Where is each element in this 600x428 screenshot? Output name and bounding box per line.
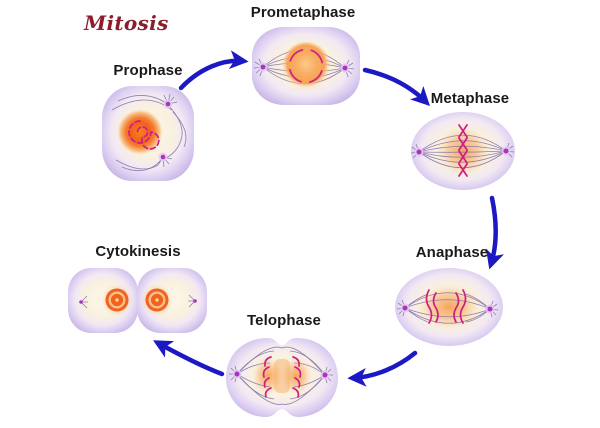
nucleus: [282, 42, 330, 90]
cell-prophase: [102, 86, 194, 181]
label-prophase: Prophase: [113, 62, 183, 79]
spindle-fibers: [418, 134, 507, 169]
nucleus-glow: [252, 357, 312, 395]
arrow-prophase-to-prometaphase: [178, 50, 249, 91]
centrosomes: [410, 142, 515, 159]
daughter-cell-left: [68, 268, 138, 333]
label-prometaphase: Prometaphase: [250, 4, 356, 21]
centrosomes: [157, 93, 178, 168]
arrow-telophase-to-cytokinesis: [153, 340, 225, 377]
diagram-title: Mitosis: [84, 11, 169, 35]
centrosome: [79, 295, 88, 309]
centrosomes: [253, 58, 355, 78]
label-telophase: Telophase: [247, 312, 321, 329]
spindle-fibers: [111, 95, 187, 172]
arrow-anaphase-to-telophase: [347, 350, 418, 387]
cell-telophase: [226, 338, 338, 417]
cell-anaphase: [395, 268, 503, 346]
label-anaphase: Anaphase: [415, 244, 489, 261]
nucleus-glow: [436, 126, 490, 176]
chromatin-spiral: [128, 120, 160, 150]
nucleus: [117, 109, 163, 155]
nucleus: [101, 284, 133, 316]
arrow-metaphase-to-anaphase: [485, 195, 504, 270]
nucleus: [141, 284, 173, 316]
cells-cytokinesis: [68, 268, 207, 333]
centrosome: [188, 294, 197, 308]
chromosomes: [458, 124, 468, 177]
cell-prometaphase: [252, 27, 360, 105]
cell-metaphase: [410, 112, 515, 190]
centrosomes: [396, 299, 499, 318]
chromosomes: [425, 289, 467, 324]
arrow-prometaphase-to-metaphase: [362, 67, 431, 107]
label-metaphase: Metaphase: [430, 90, 510, 107]
label-cytokinesis: Cytokinesis: [95, 243, 181, 260]
centrosomes: [229, 365, 333, 384]
daughter-cell-right: [137, 268, 207, 333]
chromosomes: [262, 356, 302, 398]
